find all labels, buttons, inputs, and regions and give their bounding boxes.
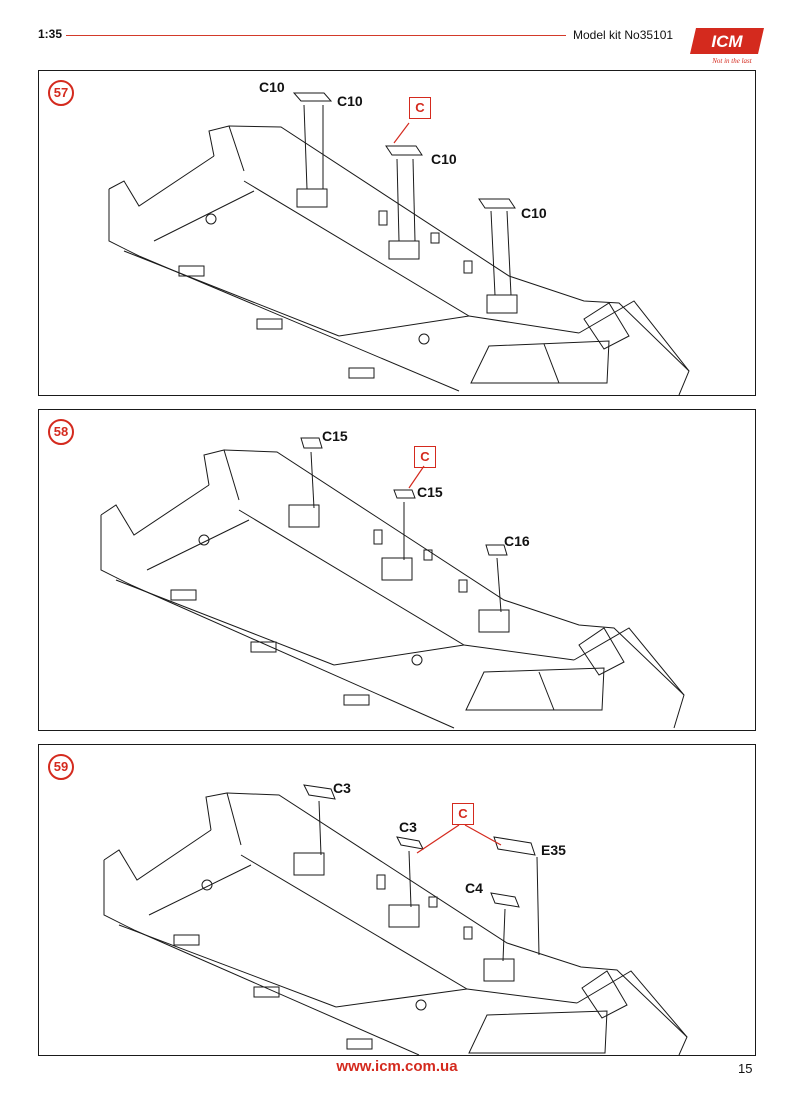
part-label: C10 (259, 79, 285, 95)
step-number-badge: 58 (48, 419, 74, 445)
scale-label: 1:35 (38, 27, 63, 41)
step-number-badge: 59 (48, 754, 74, 780)
part-label: C3 (333, 780, 351, 796)
sprue-marker: C (414, 446, 436, 468)
part-label: C10 (431, 151, 457, 167)
part-label: C16 (504, 533, 530, 549)
part-label: C3 (399, 819, 417, 835)
sprue-marker: C (452, 803, 474, 825)
part-label: C15 (417, 484, 443, 500)
step-panel-58: 58 C C15 C15 C16 (38, 409, 756, 731)
step-panel-59: 59 C C3 C3 E35 C4 (38, 744, 756, 1056)
part-label: C10 (521, 205, 547, 221)
part-label: E35 (541, 842, 566, 858)
step-number-badge: 57 (48, 80, 74, 106)
hull-drawing-58 (100, 437, 685, 729)
step-panel-57: 57 C C10 C10 C10 C10 (38, 70, 756, 396)
sprue-marker: C (409, 97, 431, 119)
part-label: C10 (337, 93, 363, 109)
logo-tagline: Not in the last (711, 57, 753, 65)
icm-logo: ICM Not in the last (690, 28, 764, 65)
website-link[interactable]: www.icm.com.ua (336, 1058, 458, 1075)
hull-drawing-57 (108, 92, 690, 395)
hull-drawing-59 (103, 784, 688, 1055)
part-label: C4 (465, 880, 483, 896)
kit-title: Model kit No35101 (573, 28, 674, 42)
part-label: C15 (322, 428, 348, 444)
logo-text: ICM (711, 32, 743, 51)
page-number: 15 (738, 1061, 753, 1076)
header-rule (66, 35, 566, 36)
